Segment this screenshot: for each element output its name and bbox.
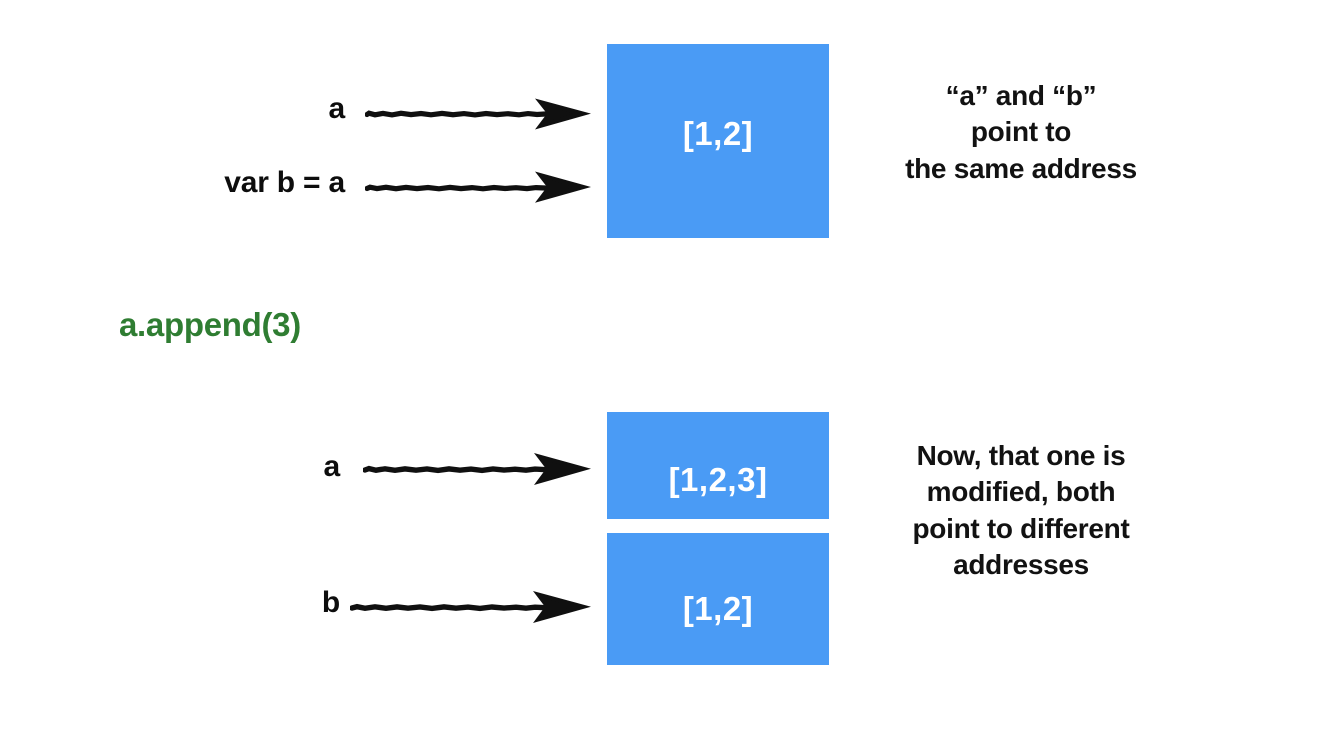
arrow-a-to-box-bottom-1 (363, 450, 595, 486)
memory-box-bottom-2-value: [1,2] (682, 589, 754, 627)
memory-box-bottom-1-value: [1,2,3] (668, 461, 768, 498)
annotation-top-line-3: the same address (905, 152, 1137, 184)
variable-label-a-bottom: a (323, 450, 341, 483)
annotation-top: “a” and “b” point to the same address (845, 78, 1197, 187)
annotation-bottom-line-2: modified, both (926, 476, 1116, 508)
code-statement: a.append(3) (119, 306, 301, 343)
memory-box-top-value: [1,2] (682, 114, 754, 152)
memory-box-top: [1,2] (607, 44, 829, 238)
annotation-top-line-1: “a” and “b” (945, 80, 1097, 111)
annotation-top-line-2: point to (970, 116, 1072, 148)
annotation-bottom-line-1: Now, that one is (916, 440, 1126, 471)
variable-label-a-top: a (328, 92, 346, 125)
annotation-bottom: Now, that one is modified, both point to… (843, 438, 1199, 584)
memory-box-bottom-1: [1,2,3] (607, 412, 829, 519)
variable-label-b-bottom: b (321, 586, 340, 619)
arrow-b-to-box-bottom-2 (350, 588, 595, 624)
annotation-bottom-line-3: point to different (912, 512, 1130, 544)
variable-label-b-top: var b = a (224, 166, 345, 199)
memory-box-bottom-2: [1,2] (607, 533, 829, 665)
annotation-bottom-line-4: addresses (953, 549, 1089, 581)
arrow-b-to-box-top (365, 168, 595, 204)
arrow-a-to-box-top (365, 95, 595, 131)
